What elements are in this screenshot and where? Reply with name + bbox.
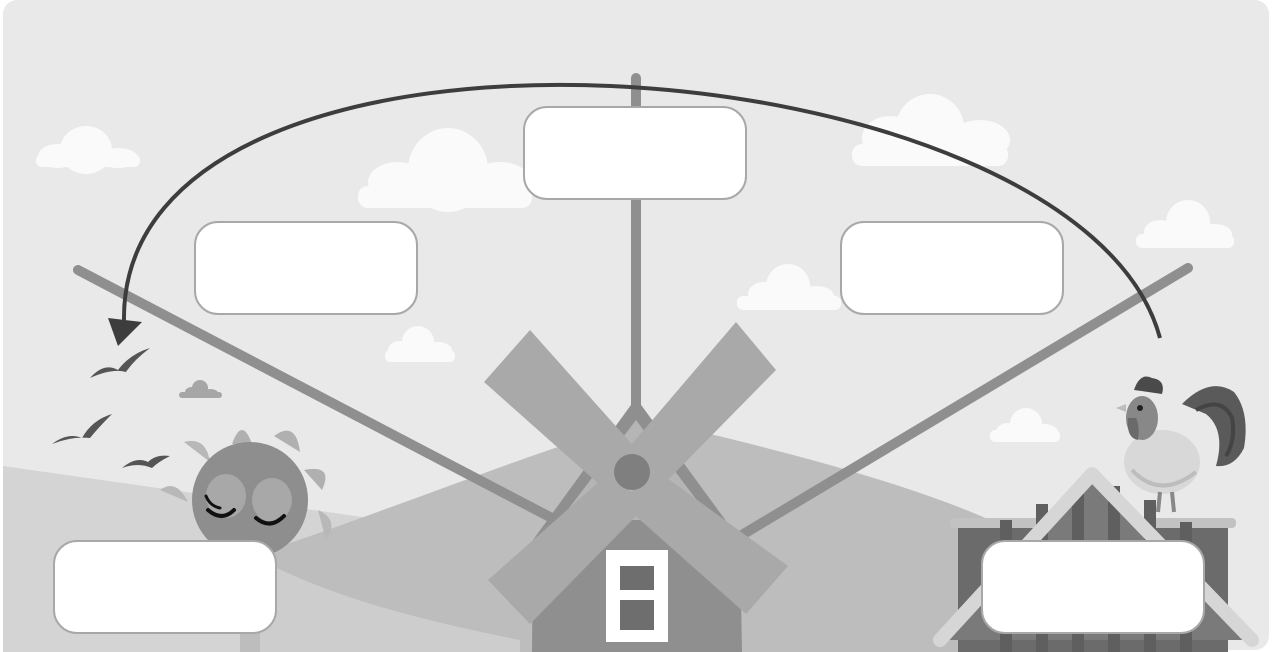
label-box-bottom-left[interactable]: [53, 540, 277, 634]
label-box-top[interactable]: [523, 106, 747, 200]
label-box-right[interactable]: [840, 221, 1064, 315]
label-box-left[interactable]: [194, 221, 418, 315]
label-box-bottom-right[interactable]: [981, 540, 1205, 634]
